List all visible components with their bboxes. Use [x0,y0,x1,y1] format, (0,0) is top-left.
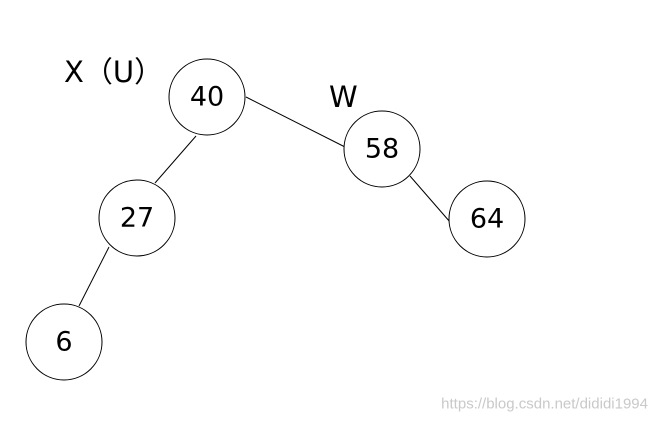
node-value: 58 [365,134,399,165]
edge-40-58 [245,96,346,148]
tree-node-58: 58 [343,110,421,188]
node-circle [25,303,103,381]
watermark-text: https://blog.csdn.net/dididi1994 [441,396,648,413]
edge-58-64 [409,175,451,223]
node-value: 64 [470,204,504,235]
tree-node-27: 27 [98,179,176,257]
node-circle [168,58,246,136]
edge-27-6 [78,246,110,307]
tree-node-40: 40 [168,58,246,136]
node-value: 6 [55,327,72,358]
node-circle [98,179,176,257]
tree-node-64: 64 [448,180,526,258]
node-value: 40 [190,82,224,113]
node-circle [343,110,421,188]
w-label: W [329,80,358,114]
x-u-label: X（U） [64,55,163,89]
tree-node-6: 6 [25,303,103,381]
edge-40-27 [154,135,197,184]
node-value: 27 [120,203,154,234]
node-circle [448,180,526,258]
